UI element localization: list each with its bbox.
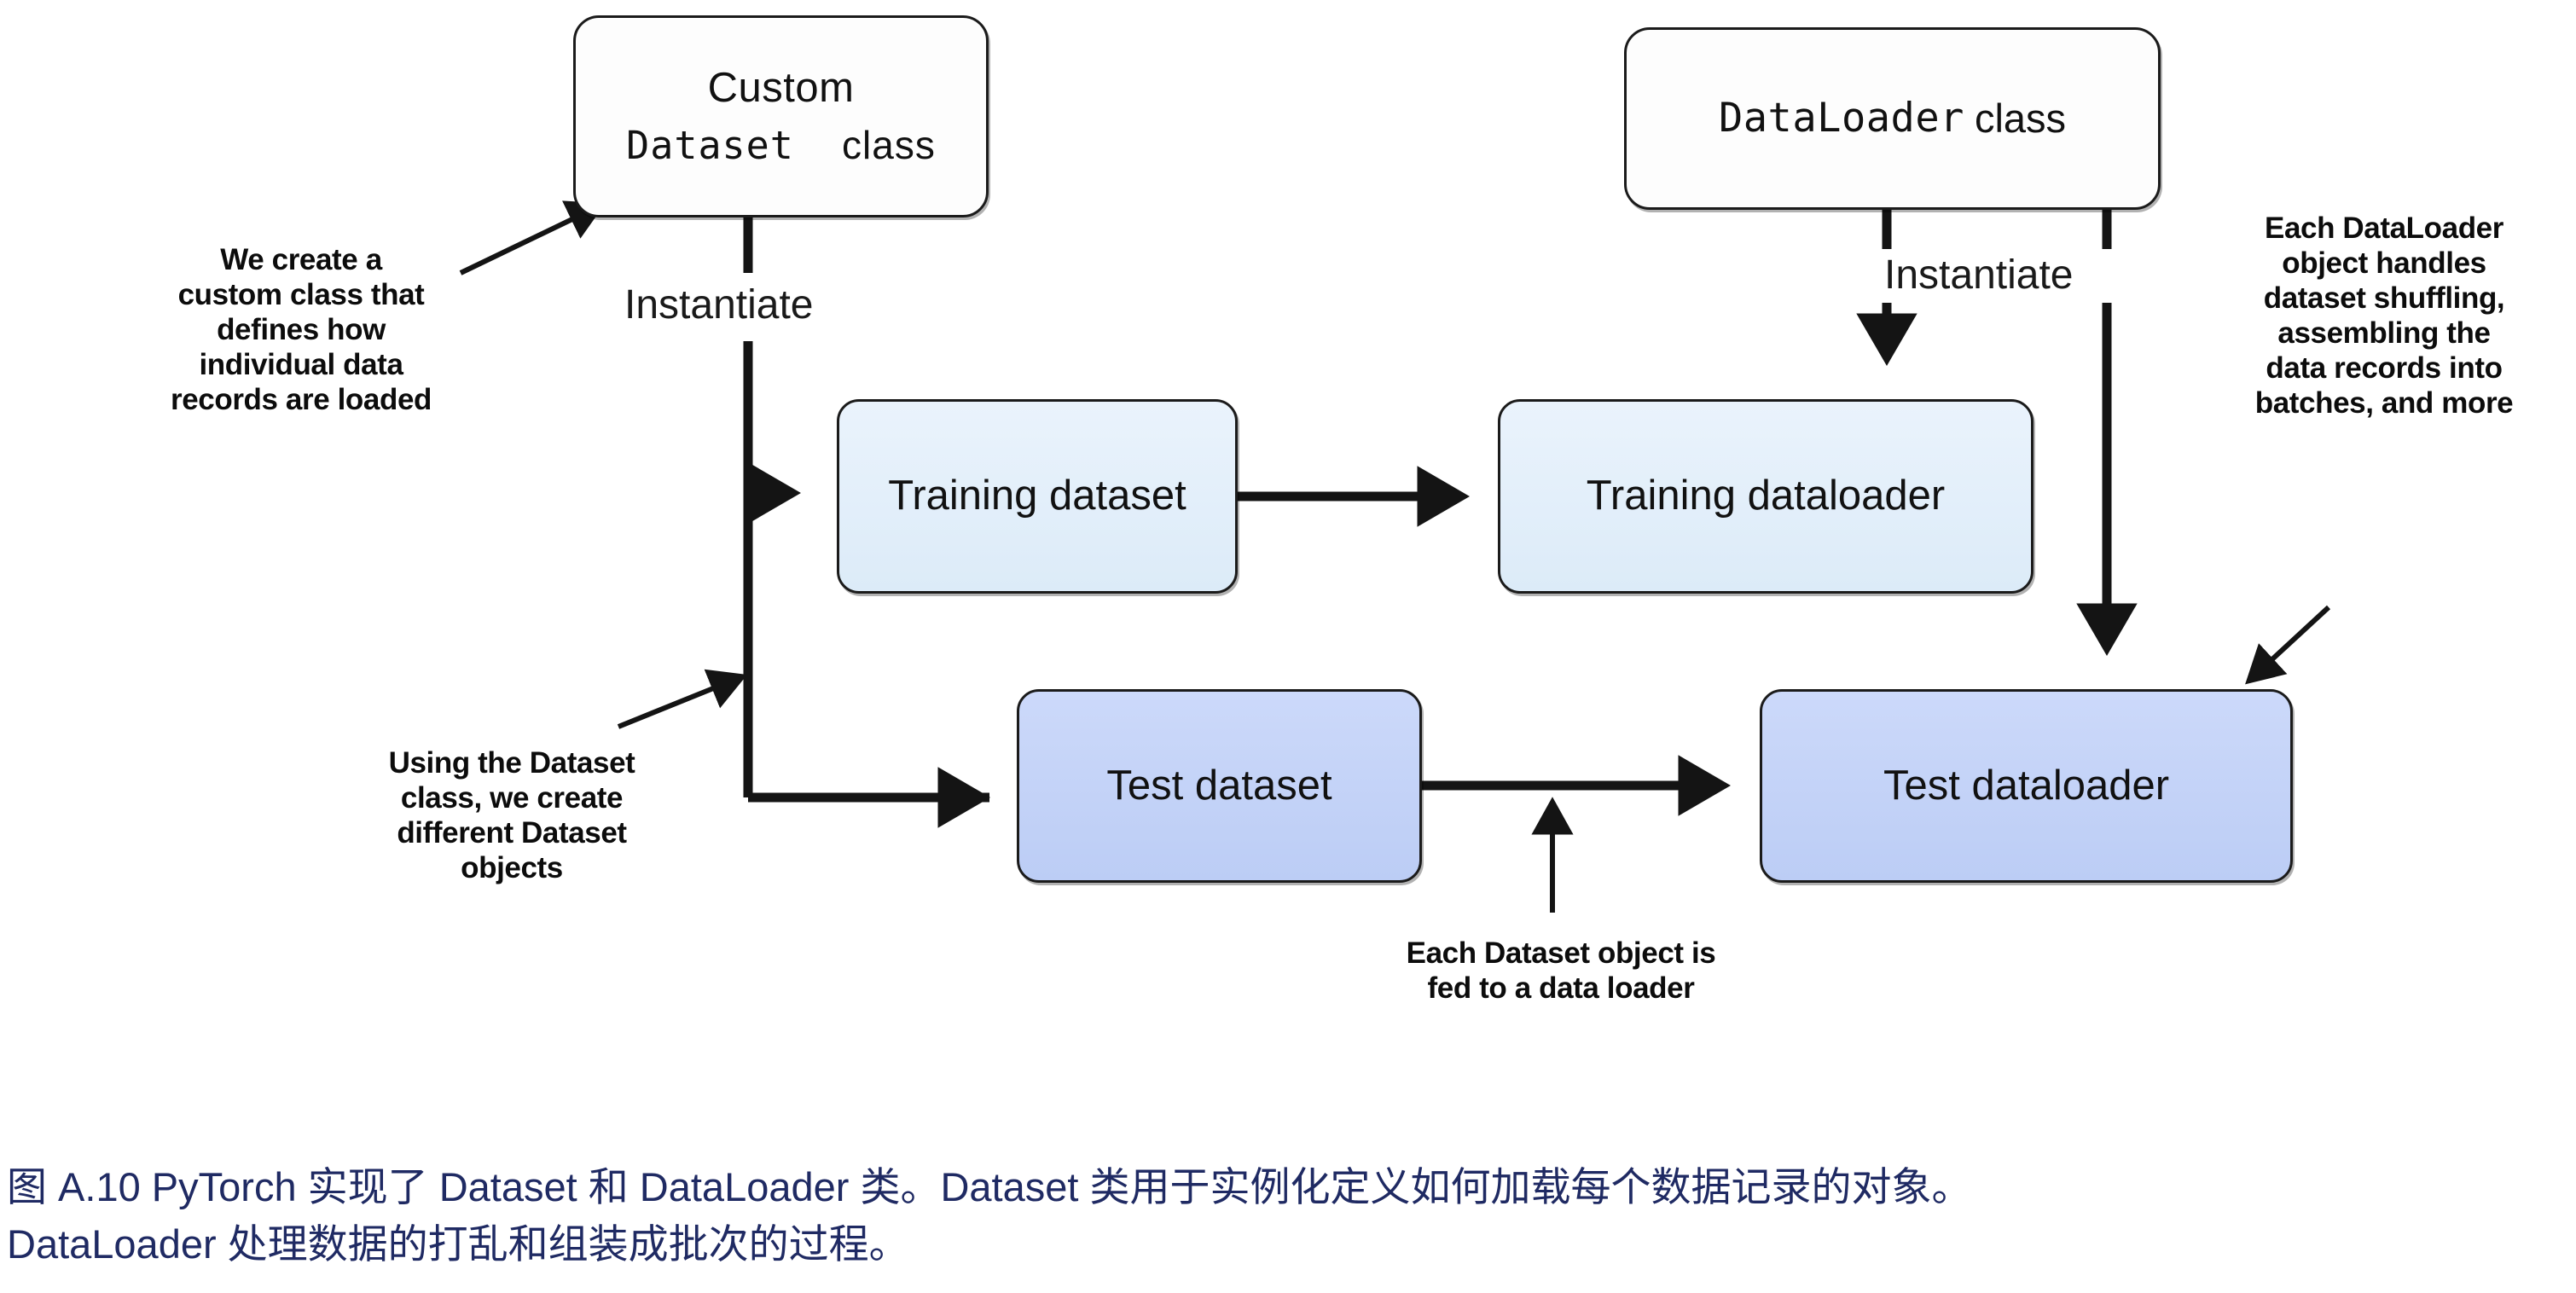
figure-caption-line-1: 图 A.10 PyTorch 实现了 Dataset 和 DataLoader …	[7, 1164, 1972, 1209]
node-test-dataset-label: Test dataset	[1106, 762, 1332, 809]
annotation-create-custom-class: We create a custom class that defines ho…	[171, 243, 432, 416]
node-test-dataloader[interactable]: Test dataloader	[1760, 689, 2293, 883]
edge-label-instantiate-left: Instantiate	[624, 282, 814, 328]
leader-each-dataloader	[2245, 605, 2331, 685]
node-test-dataset[interactable]: Test dataset	[1017, 689, 1422, 883]
node-training-dataloader[interactable]: Training dataloader	[1498, 399, 2034, 594]
annotation-each-dataloader: Each DataLoader object handles dataset s…	[2254, 212, 2514, 420]
node-dataloader-class-tail: class	[1974, 96, 2067, 142]
node-custom-dataset-class[interactable]: Custom Dataset class	[573, 15, 989, 217]
annotation-using-dataset-class: Using the Dataset class, we create diffe…	[388, 746, 635, 884]
node-test-dataloader-label: Test dataloader	[1883, 762, 2170, 809]
annotation-each-dataset-object: Each Dataset object is fed to a data loa…	[1406, 936, 1716, 1005]
leader-using-dataset-class	[617, 669, 748, 729]
node-custom-dataset-class-line1: Custom	[707, 65, 855, 112]
node-training-dataset-label: Training dataset	[888, 473, 1186, 519]
node-training-dataloader-label: Training dataloader	[1586, 473, 1946, 519]
edge-label-instantiate-right: Instantiate	[1884, 252, 2074, 298]
node-dataloader-class-code: DataLoader	[1718, 95, 1964, 142]
node-custom-dataset-class-tail: class	[842, 122, 936, 167]
connector-layer	[459, 200, 2331, 913]
node-training-dataset[interactable]: Training dataset	[837, 399, 1238, 594]
node-custom-dataset-class-line2: Dataset class	[626, 121, 936, 170]
node-custom-dataset-class-code: Dataset	[626, 122, 794, 168]
figure-caption: 图 A.10 PyTorch 实现了 Dataset 和 DataLoader …	[7, 1158, 2566, 1273]
figure-caption-line-2: DataLoader 处理数据的打乱和组装成批次的过程。	[7, 1221, 909, 1267]
